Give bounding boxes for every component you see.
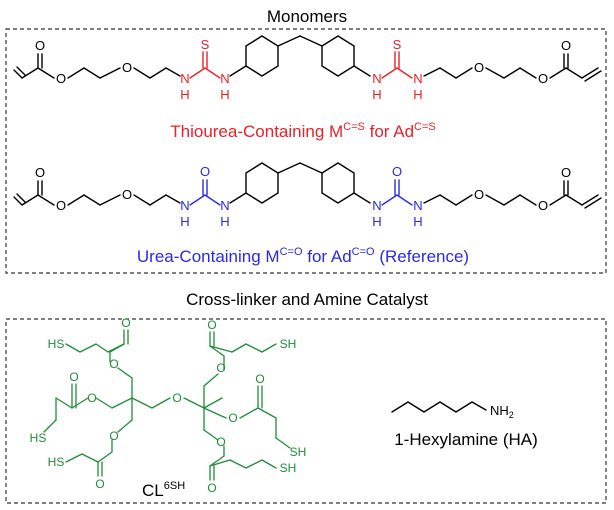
monomers-title: Monomers (267, 7, 347, 26)
atom-label-hydrogen: H (372, 87, 381, 102)
atom-label-oxygen: O (474, 60, 484, 75)
thiourea-caption-sup1: C=S (343, 121, 365, 133)
atom-label-hydrogen: H (180, 214, 189, 229)
atom-label-oxygen: O (35, 38, 45, 53)
thiourea-right-acrylate-bonds (423, 53, 602, 82)
atom-label-nitrogen: N (220, 198, 229, 213)
atom-label-nitrogen: N (220, 71, 229, 86)
urea-caption-part3: (Reference) (375, 247, 469, 266)
crosslinker-box (5, 318, 607, 504)
atom-label-oxygen: O (35, 165, 45, 180)
urea-caption-part1: Urea-Containing M (137, 247, 280, 266)
crosslinker-label: CL6SH (142, 480, 185, 500)
atom-label-oxygen: O (538, 71, 548, 86)
atom-label-oxygen: O (561, 38, 571, 53)
urea-caption-sup1: C=O (280, 246, 303, 258)
thiourea-caption-part1: Thiourea-Containing M (170, 122, 343, 141)
atom-label-oxygen: O (216, 435, 225, 449)
atom-label-hydrogen: H (372, 214, 381, 229)
urea-caption-sup2: C=O (352, 246, 375, 258)
crosslinker-atom-labels: O O O HS O O HS O O HS O O SH O O SH O O… (30, 316, 307, 495)
atom-label-hydrogen: H (413, 214, 422, 229)
atom-label-oxygen: O (255, 372, 264, 386)
atom-label-sh: SH (280, 461, 297, 475)
urea-dicyclohexyl-bonds (229, 162, 371, 204)
crosslinker-structure (43, 329, 291, 481)
atom-label-oxygen: O (538, 198, 548, 213)
monomers-box (5, 28, 607, 274)
atom-label-nitrogen: N (413, 198, 422, 213)
atom-label-oxygen: O (95, 477, 104, 491)
atom-label-oxygen: O (69, 370, 78, 384)
atom-label-hs: HS (48, 455, 65, 469)
atom-label-oxygen: O (56, 198, 66, 213)
atom-label-oxygen: O (121, 316, 130, 330)
atom-label-oxygen: O (561, 165, 571, 180)
thiourea-atom-labels: O O O N H S N H N H S N H O O O (35, 37, 571, 102)
atom-label-oxygen: O (122, 187, 132, 202)
thiourea-caption: Thiourea-Containing MC=S for AdC=S (170, 121, 436, 141)
atom-label-oxygen: O (109, 357, 118, 371)
atom-label-hs: HS (30, 431, 47, 445)
atom-label-oxygen: O (200, 164, 210, 179)
atom-label-nh2: NH2 (490, 403, 514, 420)
crosslinker-label-sup: 6SH (164, 480, 185, 492)
atom-label-nitrogen: N (180, 71, 189, 86)
atom-label-nitrogen: N (372, 71, 381, 86)
atom-label-oxygen: O (207, 481, 216, 495)
urea-left-acrylate-bonds (13, 180, 181, 206)
thiourea-caption-sup2: C=S (414, 121, 436, 133)
atom-label-oxygen: O (87, 391, 96, 405)
thiourea-left-group-bonds (189, 51, 221, 79)
atom-label-nh: NH (490, 403, 509, 418)
atom-label-sh: SH (290, 445, 307, 459)
crosslinker-label-main: CL (142, 481, 164, 500)
urea-monomer-structure (13, 162, 602, 209)
atom-label-nitrogen: N (180, 198, 189, 213)
atom-label-nitrogen: N (413, 71, 422, 86)
urea-caption-part2: for Ad (303, 247, 352, 266)
catalyst-label: 1-Hexylamine (HA) (394, 430, 538, 449)
atom-label-hydrogen: H (220, 87, 229, 102)
atom-label-sulfur: S (201, 37, 210, 52)
atom-label-oxygen: O (392, 164, 402, 179)
crosslinker-section-title: Cross-linker and Amine Catalyst (186, 290, 428, 309)
thiourea-monomer-structure (13, 35, 602, 82)
urea-left-group-bonds (189, 179, 221, 206)
atom-label-hs: HS (48, 337, 65, 351)
atom-label-nitrogen: N (372, 198, 381, 213)
atom-label-oxygen: O (122, 60, 132, 75)
urea-atom-labels: O O O N H O N H N H O N H O O O (35, 164, 571, 229)
urea-right-acrylate-bonds (423, 180, 602, 209)
atom-label-oxygen: O (474, 187, 484, 202)
thiourea-caption-part2: for Ad (365, 122, 414, 141)
hexylamine-structure (391, 401, 487, 413)
thiourea-right-group-bonds (381, 51, 413, 79)
atom-label-oxygen: O (109, 429, 118, 443)
atom-label-hydrogen: H (220, 214, 229, 229)
atom-label-oxygen: O (228, 411, 237, 425)
atom-label-oxygen: O (172, 391, 181, 405)
atom-label-oxygen: O (56, 71, 66, 86)
atom-label-sulfur: S (393, 37, 402, 52)
atom-label-oxygen: O (216, 361, 225, 375)
atom-label-sh: SH (280, 337, 297, 351)
thiourea-dicyclohexyl-bonds (229, 35, 371, 77)
urea-caption: Urea-Containing MC=O for AdC=O (Referenc… (137, 246, 469, 266)
thiourea-left-acrylate-bonds (13, 53, 181, 79)
atom-label-nh-subscript: 2 (509, 410, 514, 420)
urea-right-group-bonds (381, 179, 413, 206)
atom-label-hydrogen: H (180, 87, 189, 102)
atom-label-hydrogen: H (413, 87, 422, 102)
atom-label-oxygen: O (207, 318, 216, 332)
